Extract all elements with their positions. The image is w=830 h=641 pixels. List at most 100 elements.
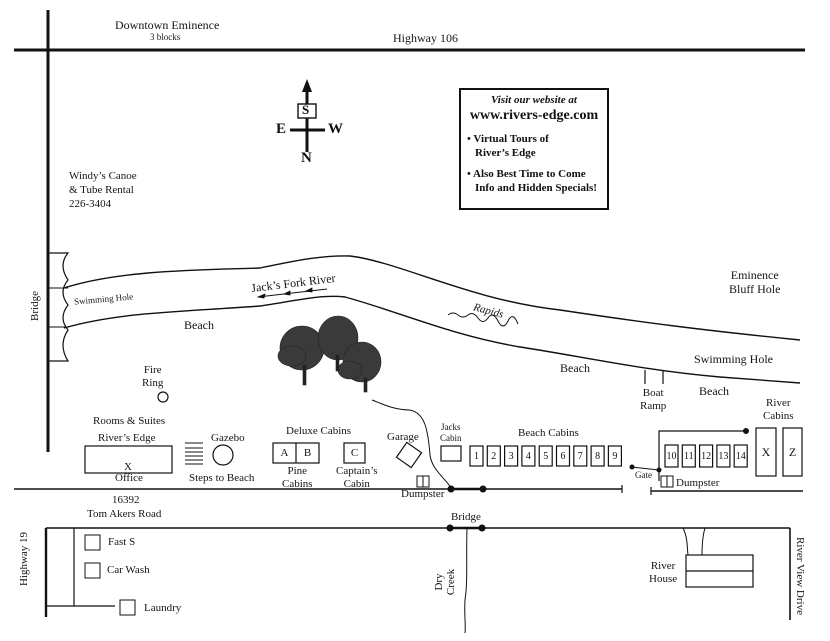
bridge-label-west: Bridge <box>28 291 41 321</box>
river-cabins-label: River Cabins <box>763 397 794 422</box>
highway-19-label: Highway 19 <box>18 531 31 587</box>
fire-ring <box>157 391 169 403</box>
river-cabin-z <box>782 427 803 477</box>
eminence-bluff-hole-label: Eminence Bluff Hole <box>729 268 781 296</box>
gazebo <box>212 444 234 466</box>
dumpster-left-label: Dumpster <box>401 488 445 500</box>
beach-cabin-label: 1 <box>474 450 479 462</box>
compass-west-label: W <box>328 121 343 137</box>
bridge-south-label: Bridge <box>451 511 481 523</box>
jacks-cabin <box>440 445 462 462</box>
beach-cabin-9[interactable] <box>607 445 623 467</box>
river-cabin-label: 13 <box>718 450 729 462</box>
captains-cabin-label: Captain’s Cabin <box>336 465 378 490</box>
river-north-bank <box>63 255 801 341</box>
car-wash-label: Car Wash <box>107 564 150 576</box>
car-wash-building <box>84 562 101 579</box>
river-south-bank <box>63 295 801 384</box>
river-cabin-z-label[interactable]: Z <box>788 444 797 459</box>
bridge-scallops <box>48 252 70 362</box>
beach-cabin-6[interactable] <box>555 445 571 467</box>
highway-106-label: Highway 106 <box>393 31 458 45</box>
canoe-rental-label: Windy’s Canoe & Tube Rental 226-3404 <box>69 170 137 210</box>
downtown-eminence-label: Downtown Eminence <box>115 18 220 32</box>
steps-to-beach-label: Steps to Beach <box>189 472 255 484</box>
gazebo-label: Gazebo <box>211 432 245 444</box>
river-cabin-x-label[interactable]: X <box>761 444 771 459</box>
beach-cabin-label: 8 <box>595 450 601 462</box>
beach-cabin-3[interactable] <box>504 445 519 467</box>
beach-middle-label: Beach <box>560 361 590 375</box>
office-marker: X <box>124 461 132 473</box>
river-cabin-label: 10 <box>666 450 677 462</box>
compass-north-label: N <box>301 150 312 166</box>
river-cabin-11[interactable] <box>681 444 696 468</box>
dry-creek <box>464 527 468 634</box>
river-cabin-10[interactable] <box>664 444 679 468</box>
beach-cabin-label: 6 <box>560 450 566 462</box>
dry-creek-label: Dry Creek <box>433 568 458 596</box>
beach-cabin-label: 4 <box>525 450 531 462</box>
info-bullet-specials: • Also Best Time to Come Info and Hidden… <box>467 168 597 194</box>
deluxe-cabins-label: Deluxe Cabins <box>286 425 352 437</box>
beach-cabin-label: 2 <box>491 450 497 462</box>
website-info-box: Visit our website at www.rivers-edge.com… <box>459 88 609 210</box>
beach-left-label: Beach <box>184 318 214 332</box>
pine-cabins-label: Pine Cabins <box>282 465 313 490</box>
river-cabin-12[interactable] <box>698 444 714 468</box>
boat-ramp-label: Boat Ramp <box>640 387 667 412</box>
compass-south-label: S <box>302 102 310 117</box>
gate-label: Gate <box>635 470 652 480</box>
address-number-label: 16392 <box>112 494 140 506</box>
beach-cabin-label: 3 <box>508 450 514 462</box>
captains-cabin <box>343 442 366 464</box>
rapids-waves <box>447 312 519 327</box>
river-cabin-label: 14 <box>735 450 746 462</box>
pine-cabin-a[interactable]: A <box>280 447 289 459</box>
beach-cabin-4[interactable] <box>521 445 536 467</box>
rivers-edge-building <box>84 445 173 474</box>
website-url-link[interactable]: www.rivers-edge.com <box>469 108 599 123</box>
pine-cabin-b[interactable]: B <box>303 447 312 459</box>
downtown-distance-label: 3 blocks <box>150 32 181 42</box>
compass-east-label: E <box>276 121 287 137</box>
beach-cabin-label: 9 <box>612 450 618 462</box>
river-cabin-label: 11 <box>683 450 694 462</box>
laundry-label: Laundry <box>144 602 182 614</box>
river-cabin-label: 12 <box>701 450 712 462</box>
river-cabin-x <box>755 427 777 477</box>
beach-cabin-7[interactable] <box>573 445 588 467</box>
river-cabin-13[interactable] <box>716 444 731 468</box>
beach-cabin-5[interactable] <box>538 445 553 467</box>
visit-website-text: Visit our website at <box>491 94 577 106</box>
rooms-suites-label: Rooms & Suites <box>93 415 166 427</box>
stream <box>371 399 453 490</box>
beach-cabin-1[interactable] <box>469 445 484 467</box>
river-flow-arrow <box>257 288 328 298</box>
dumpster-right-label: Dumpster <box>676 477 720 489</box>
office-label: Office <box>115 472 143 484</box>
info-bullet-virtual-tours: • Virtual Tours of River’s Edge <box>467 133 549 159</box>
fast-stop-label: Fast S <box>108 536 136 548</box>
fire-ring-label: Fire Ring <box>142 364 164 389</box>
river-cabin-14[interactable] <box>733 444 748 468</box>
trees-icon <box>277 315 382 393</box>
tom-akers-road-label: Tom Akers Road <box>87 508 162 520</box>
beach-cabin-label: 7 <box>577 450 583 462</box>
garage <box>395 441 423 469</box>
river-view-drive-label: River View Drive <box>793 537 806 615</box>
beach-cabins-label: Beach Cabins <box>518 427 579 439</box>
beach-cabin-2[interactable] <box>486 445 501 467</box>
beach-cabin-label: 5 <box>543 450 549 462</box>
beach-cabin-8[interactable] <box>590 445 605 467</box>
laundry-building <box>119 599 136 616</box>
fast-stop-building <box>84 534 101 551</box>
garage-label: Garage <box>387 431 419 443</box>
steps-to-beach <box>185 442 203 465</box>
river-house-label: River House <box>649 560 678 585</box>
jacks-cabin-label: Jacks Cabin <box>440 422 462 443</box>
captains-cabin-letter[interactable]: C <box>350 447 359 459</box>
rivers-edge-label: River’s Edge <box>98 432 156 444</box>
beach-right-label: Beach <box>699 384 729 398</box>
